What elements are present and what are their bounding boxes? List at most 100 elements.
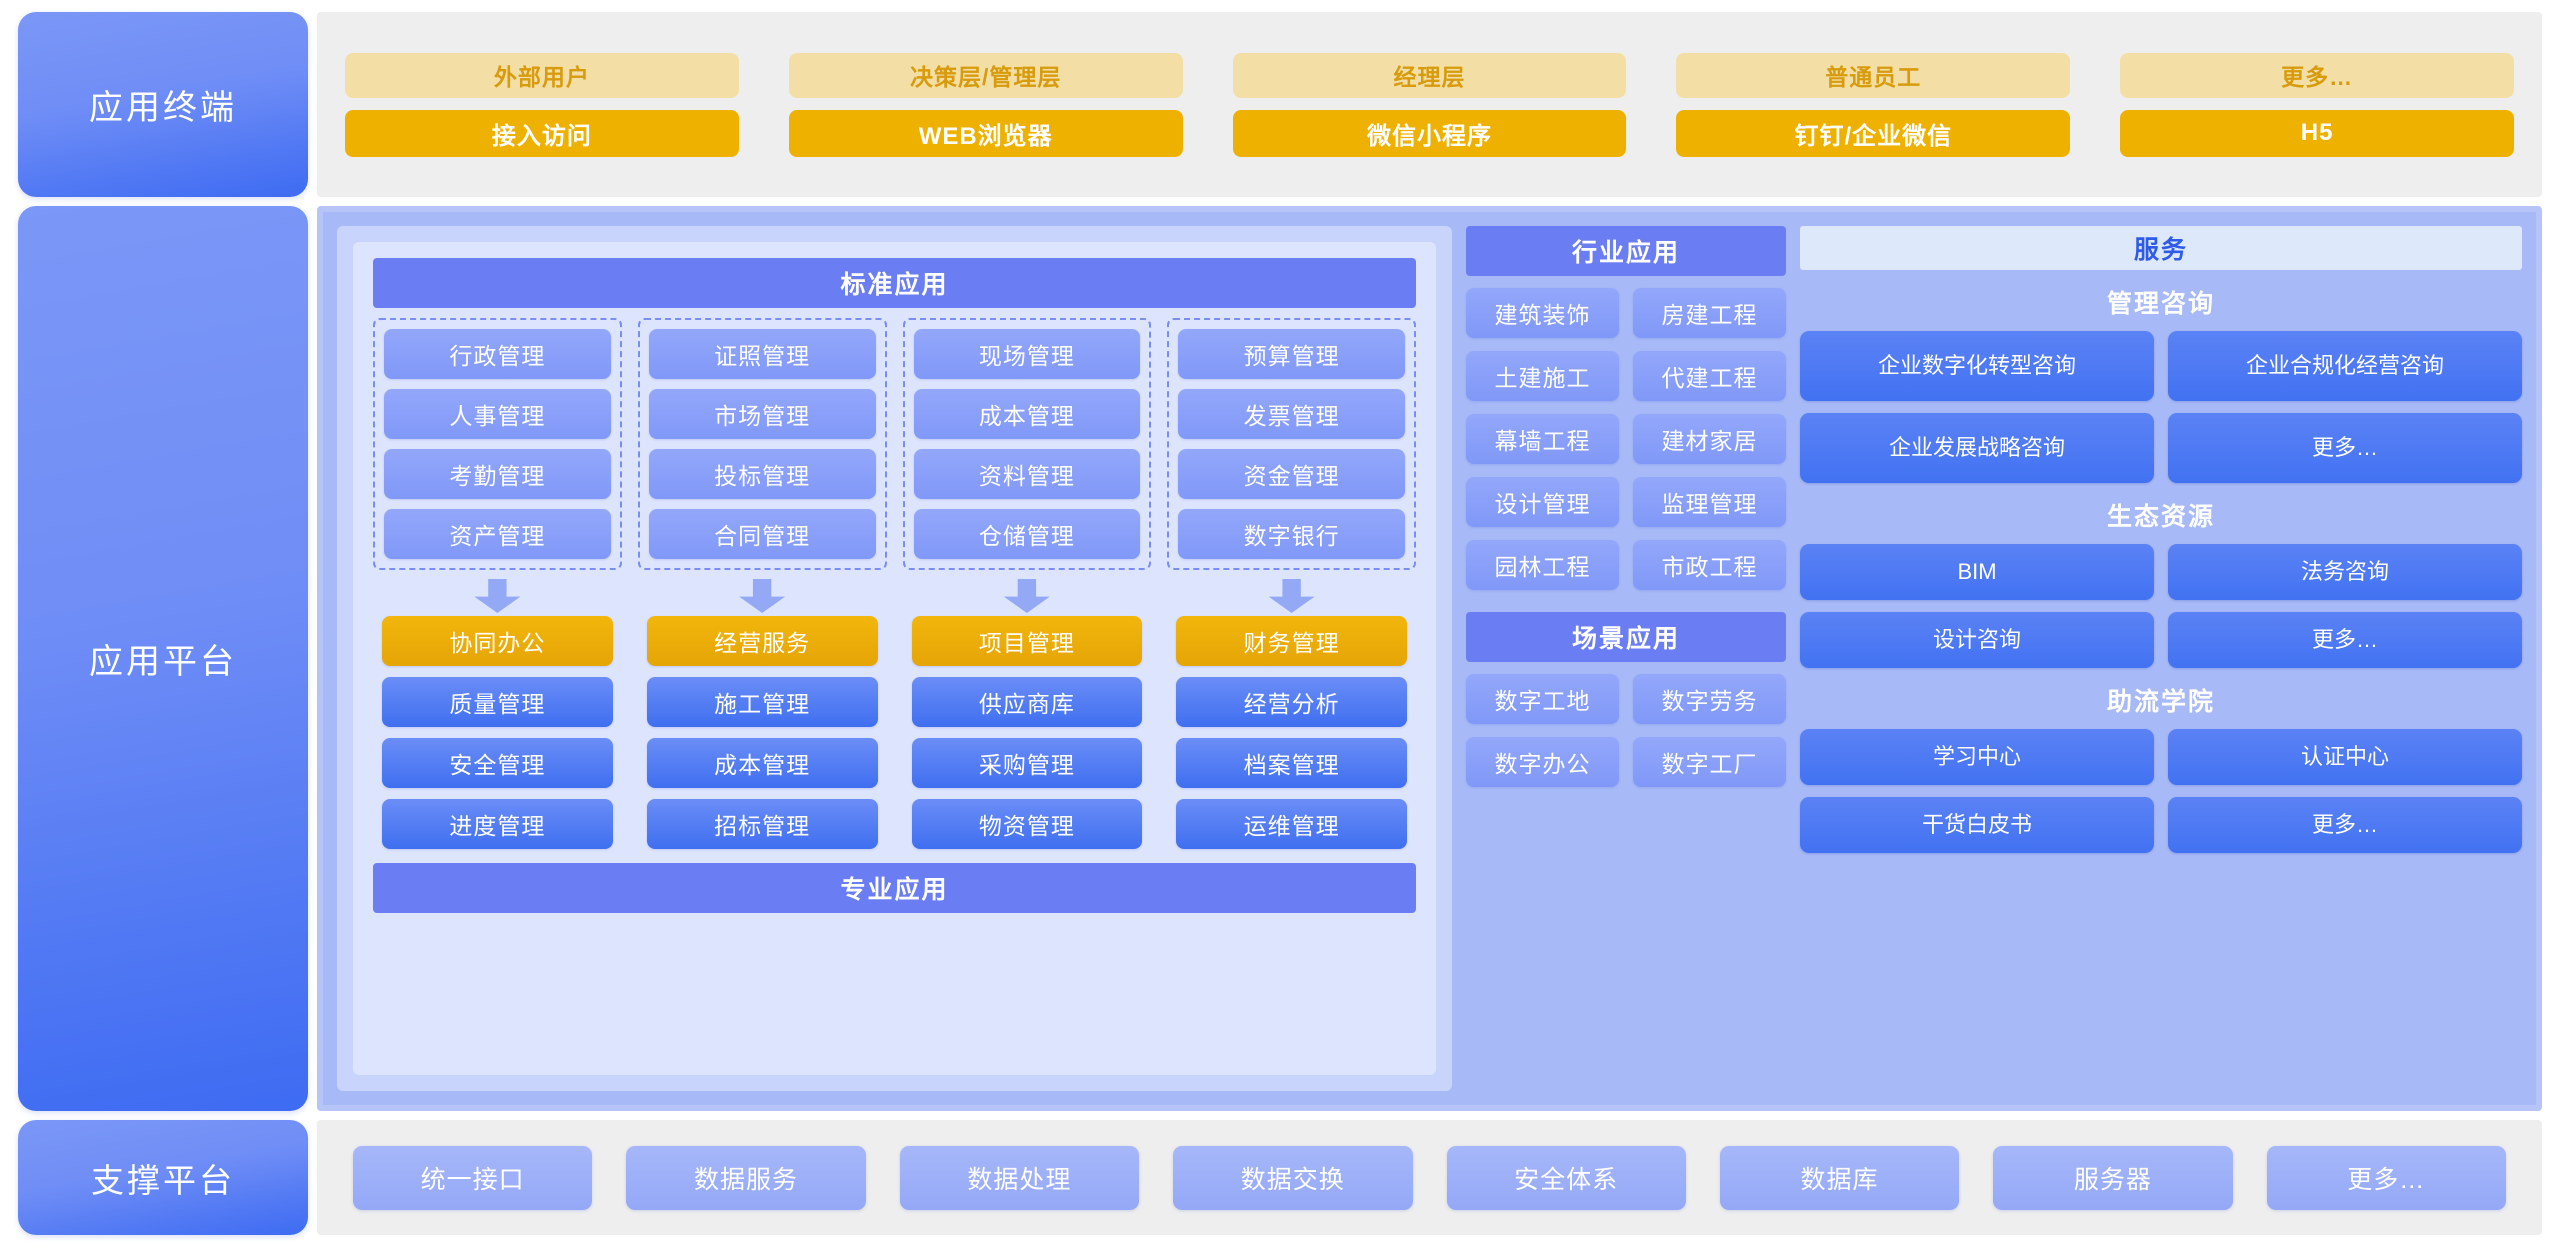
industry-tile[interactable]: 幕墙工程 bbox=[1466, 414, 1619, 464]
terminal-column: 决策层/管理层 WEB浏览器 bbox=[788, 52, 1183, 157]
terminal-channel-chip[interactable]: WEB浏览器 bbox=[788, 109, 1183, 157]
arrow-down-icon bbox=[1268, 579, 1315, 613]
support-tile[interactable]: 安全体系 bbox=[1446, 1145, 1686, 1210]
app-tile-head[interactable]: 财务管理 bbox=[1176, 616, 1407, 666]
app-tile-head[interactable]: 经营服务 bbox=[646, 616, 878, 666]
industry-tile[interactable]: 房建工程 bbox=[1633, 288, 1786, 338]
scene-tile[interactable]: 数字工厂 bbox=[1633, 737, 1786, 787]
terminal-column: 经理层 微信小程序 bbox=[1232, 52, 1627, 157]
service-tile[interactable]: 更多… bbox=[2168, 413, 2522, 483]
service-tile[interactable]: 干货白皮书 bbox=[1800, 797, 2154, 853]
terminal-column: 外部用户 接入访问 bbox=[345, 52, 739, 157]
support-tile[interactable]: 数据服务 bbox=[626, 1145, 866, 1210]
industry-apps-title: 行业应用 bbox=[1466, 226, 1786, 276]
app-tile[interactable]: 仓储管理 bbox=[913, 509, 1141, 559]
app-tile[interactable]: 发票管理 bbox=[1178, 389, 1405, 439]
support-tile[interactable]: 数据交换 bbox=[1173, 1145, 1413, 1210]
terminal-role-chip[interactable]: 更多… bbox=[2120, 52, 2514, 98]
professional-apps-column: 经营服务 施工管理 成本管理 招标管理 bbox=[638, 616, 887, 849]
scene-tile[interactable]: 数字办公 bbox=[1466, 737, 1619, 787]
service-tile[interactable]: 认证中心 bbox=[2168, 729, 2522, 785]
terminal-role-chip[interactable]: 普通员工 bbox=[1676, 52, 2071, 98]
service-tile[interactable]: 设计咨询 bbox=[1800, 612, 2154, 668]
app-tile[interactable]: 考勤管理 bbox=[384, 449, 611, 499]
app-tile[interactable]: 成本管理 bbox=[646, 738, 878, 788]
arrow-down-icon bbox=[474, 579, 521, 613]
terminal-channel-chip[interactable]: H5 bbox=[2120, 109, 2514, 157]
services-group-title: 助流学院 bbox=[2106, 688, 2215, 716]
app-tile[interactable]: 进度管理 bbox=[382, 799, 613, 849]
scene-tile[interactable]: 数字劳务 bbox=[1633, 674, 1786, 724]
app-tile[interactable]: 采购管理 bbox=[911, 738, 1143, 788]
scene-tile[interactable]: 数字工地 bbox=[1466, 674, 1619, 724]
service-tile[interactable]: 更多… bbox=[2168, 612, 2522, 668]
industry-tile[interactable]: 设计管理 bbox=[1466, 477, 1619, 527]
services-group-grid: 学习中心 认证中心 干货白皮书 更多… bbox=[1800, 729, 2522, 853]
standard-apps-title: 标准应用 bbox=[373, 258, 1416, 308]
service-tile[interactable]: 更多… bbox=[2168, 797, 2522, 853]
app-tile[interactable]: 资产管理 bbox=[384, 509, 611, 559]
standard-apps-grid: 行政管理 人事管理 考勤管理 资产管理 证照管理 市场管理 投标管理 合同管理 bbox=[373, 318, 1416, 570]
standard-apps-column: 预算管理 发票管理 资金管理 数字银行 bbox=[1167, 318, 1416, 570]
terminal-role-chip[interactable]: 经理层 bbox=[1232, 52, 1627, 98]
app-tile[interactable]: 现场管理 bbox=[913, 329, 1141, 379]
app-tile[interactable]: 证照管理 bbox=[648, 329, 876, 379]
support-tile[interactable]: 服务器 bbox=[1993, 1145, 2233, 1210]
industry-tile[interactable]: 代建工程 bbox=[1633, 351, 1786, 401]
app-tile[interactable]: 运维管理 bbox=[1176, 799, 1407, 849]
service-tile[interactable]: 企业合规化经营咨询 bbox=[2168, 331, 2522, 401]
support-tile[interactable]: 更多… bbox=[2266, 1145, 2506, 1210]
arrow-cell bbox=[1167, 578, 1416, 614]
service-tile[interactable]: 学习中心 bbox=[1800, 729, 2154, 785]
industry-tile[interactable]: 建筑装饰 bbox=[1466, 288, 1619, 338]
terminal-role-chip[interactable]: 决策层/管理层 bbox=[788, 52, 1183, 98]
app-tile[interactable]: 人事管理 bbox=[384, 389, 611, 439]
app-tile[interactable]: 档案管理 bbox=[1176, 738, 1407, 788]
industry-tile[interactable]: 园林工程 bbox=[1466, 540, 1619, 590]
terminal-column: 普通员工 钉钉/企业微信 bbox=[1676, 52, 2071, 157]
app-tile[interactable]: 经营分析 bbox=[1176, 677, 1407, 727]
app-tile[interactable]: 成本管理 bbox=[913, 389, 1141, 439]
app-tile-head[interactable]: 项目管理 bbox=[911, 616, 1143, 666]
terminal-channel-chip[interactable]: 接入访问 bbox=[345, 109, 739, 157]
service-tile[interactable]: 法务咨询 bbox=[2168, 544, 2522, 600]
service-tile[interactable]: 企业发展战略咨询 bbox=[1800, 413, 2154, 483]
app-tile[interactable]: 施工管理 bbox=[646, 677, 878, 727]
app-tile[interactable]: 投标管理 bbox=[648, 449, 876, 499]
app-tile[interactable]: 供应商库 bbox=[911, 677, 1143, 727]
app-tile[interactable]: 招标管理 bbox=[646, 799, 878, 849]
support-row: 支撑平台 统一接口 数据服务 数据处理 数据交换 安全体系 数据库 服务器 更多… bbox=[18, 1120, 2542, 1235]
app-tile[interactable]: 质量管理 bbox=[382, 677, 613, 727]
support-grid: 统一接口 数据服务 数据处理 数据交换 安全体系 数据库 服务器 更多… bbox=[353, 1145, 2506, 1210]
app-tile[interactable]: 资料管理 bbox=[913, 449, 1141, 499]
terminal-band: 外部用户 接入访问 决策层/管理层 WEB浏览器 经理层 微信小程序 普通员工 … bbox=[317, 12, 2542, 197]
terminal-role-chip[interactable]: 外部用户 bbox=[345, 52, 739, 98]
industry-tile[interactable]: 建材家居 bbox=[1633, 414, 1786, 464]
app-tile[interactable]: 预算管理 bbox=[1178, 329, 1405, 379]
app-tile[interactable]: 合同管理 bbox=[648, 509, 876, 559]
standard-apps-column: 证照管理 市场管理 投标管理 合同管理 bbox=[637, 318, 887, 570]
app-tile[interactable]: 资金管理 bbox=[1178, 449, 1405, 499]
app-tile[interactable]: 市场管理 bbox=[648, 389, 876, 439]
app-tile[interactable]: 行政管理 bbox=[384, 329, 611, 379]
industry-scene-column: 行业应用 建筑装饰 房建工程 土建施工 代建工程 幕墙工程 建材家居 设计管理 … bbox=[1466, 226, 1786, 1091]
app-tile[interactable]: 安全管理 bbox=[382, 738, 613, 788]
service-tile[interactable]: 企业数字化转型咨询 bbox=[1800, 331, 2154, 401]
services-group-consulting: 管理咨询 企业数字化转型咨询 企业合规化经营咨询 企业发展战略咨询 更多… bbox=[1800, 284, 2522, 483]
support-tile[interactable]: 统一接口 bbox=[353, 1145, 593, 1210]
app-tile[interactable]: 数字银行 bbox=[1178, 509, 1405, 559]
scene-apps-block: 场景应用 数字工地 数字劳务 数字办公 数字工厂 bbox=[1466, 612, 1786, 787]
apps-card: 标准应用 行政管理 人事管理 考勤管理 资产管理 证照管理 市场管理 投标管理 bbox=[337, 226, 1452, 1091]
terminal-channel-chip[interactable]: 微信小程序 bbox=[1232, 109, 1627, 157]
terminal-channel-chip[interactable]: 钉钉/企业微信 bbox=[1676, 109, 2071, 157]
industry-tile[interactable]: 市政工程 bbox=[1633, 540, 1786, 590]
support-tile[interactable]: 数据库 bbox=[1719, 1145, 1960, 1210]
industry-tile[interactable]: 土建施工 bbox=[1466, 351, 1619, 401]
industry-tile[interactable]: 监理管理 bbox=[1633, 477, 1786, 527]
app-tile[interactable]: 物资管理 bbox=[911, 799, 1143, 849]
support-tile[interactable]: 数据处理 bbox=[899, 1145, 1140, 1210]
app-tile-head[interactable]: 协同办公 bbox=[382, 616, 613, 666]
service-tile[interactable]: BIM bbox=[1800, 544, 2154, 600]
professional-apps-column: 协同办公 质量管理 安全管理 进度管理 bbox=[373, 616, 622, 849]
